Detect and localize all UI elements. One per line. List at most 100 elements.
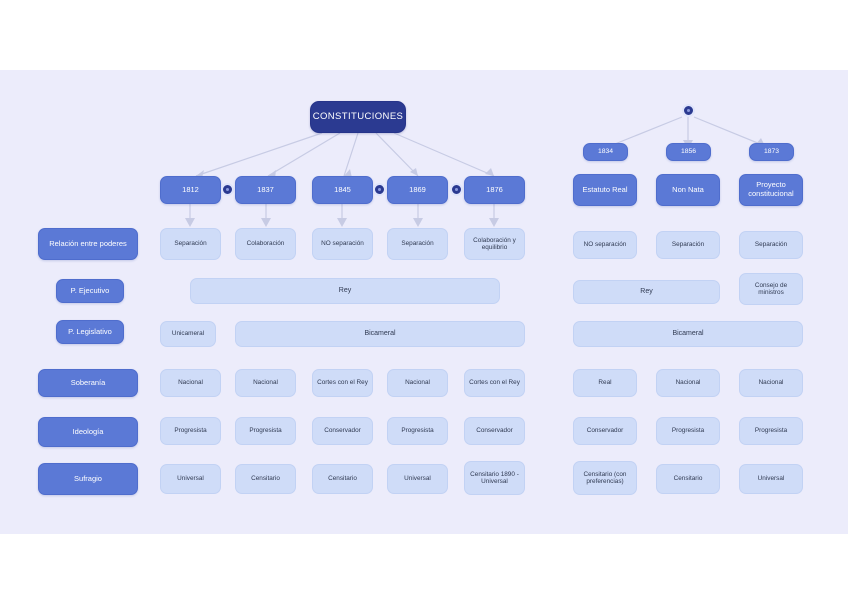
cell-text: Nacional [758,379,784,387]
cell-right-relacion-1834[interactable]: NO separación [573,231,637,259]
row-label-text: P. Ejecutivo [70,285,110,295]
cell-right-ejecutivo-rey-span[interactable]: Rey [573,280,720,304]
cell-text: NO separación [583,241,627,249]
row-label-p-ejecutivo[interactable]: P. Ejecutivo [56,279,124,303]
cell-text: Progresista [174,427,207,435]
cell-right-relacion-1856[interactable]: Separación [656,231,720,259]
cell-text: Universal [404,475,431,483]
cell-relacion-1837[interactable]: Colaboración [235,228,296,260]
cell-right-sufragio-1856[interactable]: Censitario [656,464,720,494]
cell-text: Censitario (con preferencias) [583,470,627,485]
cell-soberania-1869[interactable]: Nacional [387,369,448,397]
year-node-1856[interactable]: 1856 [666,143,711,161]
year-label: 1812 [182,184,199,194]
cell-text: NO separación [321,240,364,248]
year-node-1845[interactable]: 1845 [312,176,373,204]
year-node-1837[interactable]: 1837 [235,176,296,204]
row-label-p-legislativo[interactable]: P. Legislativo [56,320,124,344]
cell-relacion-1876[interactable]: Colaboración y equilibrio [464,228,525,260]
cell-text: Progresista [249,427,282,435]
connector-dot-1845-1869[interactable] [373,183,386,196]
row-label-text: Sufragio [74,473,102,483]
cell-text: Censitario [251,475,280,483]
year-node-1876[interactable]: 1876 [464,176,525,204]
right-group-root-dot[interactable] [682,104,695,117]
title-label: Proyecto constitucional [748,180,794,198]
cell-text: Conservador [476,427,513,435]
cell-text: Unicameral [171,330,205,338]
cell-text: Rey [338,286,352,294]
cell-text: Cortes con el Rey [317,379,368,387]
cell-text: Bicameral [364,329,396,337]
row-label-ideologia[interactable]: Ideología [38,417,138,447]
cell-right-ideologia-1873[interactable]: Progresista [739,417,803,445]
cell-text: Separación [671,241,705,249]
cell-ideologia-1812[interactable]: Progresista [160,417,221,445]
title-node-proyecto-constitucional[interactable]: Proyecto constitucional [739,174,803,206]
year-label: 1845 [334,184,351,194]
cell-soberania-1812[interactable]: Nacional [160,369,221,397]
cell-right-relacion-1873[interactable]: Separación [739,231,803,259]
row-label-sufragio[interactable]: Sufragio [38,463,138,495]
row-label-text: P. Legislativo [68,326,112,336]
cell-soberania-1876[interactable]: Cortes con el Rey [464,369,525,397]
title-label: Estatuto Real [582,184,628,194]
row-label-relacion-entre-poderes[interactable]: Relación entre poderes [38,228,138,260]
cell-right-soberania-1834[interactable]: Real [573,369,637,397]
cell-sufragio-1845[interactable]: Censitario [312,464,373,494]
cell-text: Consejo de ministros [754,281,788,296]
cell-right-ejecutivo-consejo-ministros[interactable]: Consejo de ministros [739,273,803,305]
cell-ideologia-1869[interactable]: Progresista [387,417,448,445]
cell-right-ideologia-1834[interactable]: Conservador [573,417,637,445]
root-node-constituciones[interactable]: CONSTITUCIONES [310,101,406,133]
cell-ideologia-1876[interactable]: Conservador [464,417,525,445]
cell-right-legislativo-bicameral-span[interactable]: Bicameral [573,321,803,347]
cell-text: Conservador [586,427,624,435]
year-node-1873[interactable]: 1873 [749,143,794,161]
cell-legislativo-bicameral-span[interactable]: Bicameral [235,321,525,347]
cell-right-ideologia-1856[interactable]: Progresista [656,417,720,445]
cell-text: Censitario [328,475,357,483]
cell-relacion-1869[interactable]: Separación [387,228,448,260]
cell-legislativo-unicameral[interactable]: Unicameral [160,321,216,347]
cell-ejecutivo-rey-span[interactable]: Rey [190,278,500,304]
cell-soberania-1837[interactable]: Nacional [235,369,296,397]
cell-right-sufragio-1873[interactable]: Universal [739,464,803,494]
cell-text: Universal [757,475,785,483]
cell-sufragio-1876[interactable]: Censitario 1890 - Universal [464,461,525,495]
year-node-1812[interactable]: 1812 [160,176,221,204]
cell-text: Colaboración [246,240,285,248]
cell-text: Nacional [675,379,701,387]
cell-ideologia-1845[interactable]: Conservador [312,417,373,445]
row-label-text: Soberanía [70,377,106,387]
year-node-1869[interactable]: 1869 [387,176,448,204]
cell-relacion-1845[interactable]: NO separación [312,228,373,260]
year-label: 1873 [763,148,780,156]
cell-sufragio-1812[interactable]: Universal [160,464,221,494]
year-label: 1834 [597,148,614,156]
cell-right-soberania-1873[interactable]: Nacional [739,369,803,397]
cell-text: Censitario 1890 - Universal [470,470,519,485]
row-label-soberania[interactable]: Soberanía [38,369,138,397]
year-label: 1837 [257,184,274,194]
cell-right-sufragio-1834[interactable]: Censitario (con preferencias) [573,461,637,495]
connector-dot-1869-1876[interactable] [450,183,463,196]
root-node-label: CONSTITUCIONES [312,110,404,122]
cell-sufragio-1837[interactable]: Censitario [235,464,296,494]
cell-text: Nacional [405,379,430,387]
year-label: 1876 [486,184,503,194]
connector-dot-1812-1837[interactable] [221,183,234,196]
year-node-1834[interactable]: 1834 [583,143,628,161]
cell-text: Real [598,379,612,387]
title-node-estatuto-real[interactable]: Estatuto Real [573,174,637,206]
cell-right-soberania-1856[interactable]: Nacional [656,369,720,397]
cell-sufragio-1869[interactable]: Universal [387,464,448,494]
cell-ideologia-1837[interactable]: Progresista [235,417,296,445]
cell-text: Separación [754,241,788,249]
row-label-text: Relación entre poderes [49,238,127,248]
cell-text: Conservador [324,427,361,435]
cell-relacion-1812[interactable]: Separación [160,228,221,260]
cell-text: Nacional [253,379,278,387]
title-node-non-nata[interactable]: Non Nata [656,174,720,206]
cell-soberania-1845[interactable]: Cortes con el Rey [312,369,373,397]
